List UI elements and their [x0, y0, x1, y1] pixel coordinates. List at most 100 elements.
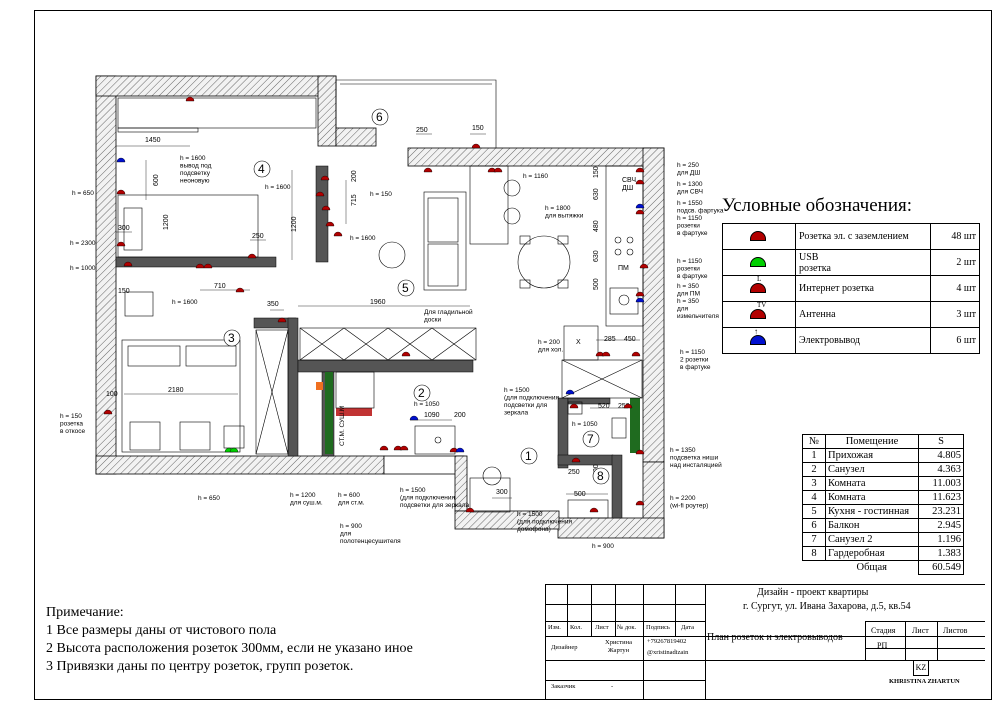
- electrical-outlet-icon: ↑: [722, 327, 796, 354]
- room-area-cell: 11.623: [918, 490, 964, 505]
- socket-icon: [471, 143, 481, 149]
- height-annotation: h = 1600: [265, 184, 291, 191]
- dim-2180: 2180: [168, 387, 184, 394]
- socket-icon: [401, 351, 411, 357]
- socket-icon: [589, 507, 599, 513]
- dim-250: 250: [252, 233, 264, 240]
- socket-icon: [116, 189, 126, 195]
- svg-text:5: 5: [402, 281, 409, 295]
- socket-icon: [235, 287, 245, 293]
- room-area-cell: 1.196: [918, 532, 964, 547]
- socket-icon: [325, 221, 335, 227]
- socket-icon: [493, 167, 503, 173]
- room-number-cell: 8: [802, 546, 826, 561]
- dim-520: 520: [598, 403, 610, 410]
- antenna-socket-icon: TV: [722, 301, 796, 328]
- legend-label: Электровывод: [795, 327, 931, 354]
- dim-1090: 1090: [424, 412, 440, 419]
- height-annotation: h = 650: [198, 495, 220, 502]
- dim-500-v: 500: [593, 278, 600, 290]
- dim-250-bath: 250: [618, 403, 630, 410]
- socket-symbols: [103, 96, 649, 513]
- socket-icon: [639, 263, 649, 269]
- sheets-header: Листов: [943, 626, 968, 635]
- room-number-cell: 6: [802, 518, 826, 533]
- socket-icon: [623, 403, 633, 409]
- col-number: №: [802, 434, 826, 449]
- height-annotation: h = 150: [370, 191, 392, 198]
- designer-name: Христина Жартун: [605, 639, 632, 654]
- total-label: Общая: [856, 562, 887, 574]
- electrical-outlet-icon: [409, 415, 419, 421]
- notes-block: Примечание: 1 Все размеры даны от чистов…: [46, 604, 413, 676]
- socket-icon: [631, 351, 641, 357]
- room-numbers: 1 2 3 4 5 6 7 8: [223, 108, 610, 485]
- designer-instagram: @xristinadizain: [647, 649, 689, 656]
- socket-icon: [277, 317, 287, 323]
- room-number-cell: 7: [802, 532, 826, 547]
- dim-250-hall: 250: [568, 469, 580, 476]
- dishwasher-mark: ПМ: [618, 265, 629, 272]
- height-annotation: h = 1600: [350, 235, 376, 242]
- dimension-labels: 1450 600 1200 300 250 710 150 350 1960 2…: [106, 125, 636, 498]
- room-area-cell: 4.363: [918, 462, 964, 477]
- room-name-cell: Санузел 2: [825, 532, 919, 547]
- wall-panels: [316, 372, 640, 454]
- client-value: -: [611, 683, 614, 690]
- sheet-title: План розеток и электровыводов: [707, 632, 843, 643]
- socket-icon: [203, 263, 213, 269]
- dim-500: 500: [574, 491, 586, 498]
- dim-285: 285: [604, 336, 616, 343]
- height-annotation: h = 2300: [70, 240, 96, 247]
- col-header-sheet: Лист: [595, 624, 609, 631]
- col-header-signature: Подпись: [646, 624, 670, 631]
- legend-title: Условные обозначения:: [722, 195, 913, 216]
- electrical-outlet-icon: [116, 157, 126, 163]
- dim-100: 100: [106, 391, 118, 398]
- room-number-5: 5: [397, 279, 415, 297]
- room-name-cell: Кухня - гостинная: [825, 504, 919, 519]
- legend-count: 48 шт: [930, 223, 980, 250]
- rooms-total-row: Общая 60.549: [803, 560, 964, 575]
- svg-text:2: 2: [418, 386, 425, 400]
- socket-icon: [399, 445, 409, 451]
- height-annotation: h = 1000: [70, 265, 96, 272]
- room-area-cell: 11.003: [918, 476, 964, 491]
- dim-450: 450: [624, 336, 636, 343]
- room-number-8: 8: [592, 467, 610, 485]
- balcony-outline: [335, 79, 497, 148]
- title-block: Дизайн - проект квартиры г. Сургут, ул. …: [545, 584, 985, 700]
- height-annotation: h = 650: [72, 190, 94, 197]
- socket-icon: [123, 261, 133, 267]
- washer-dryer-mark: СТ.М. СУШ.М: [339, 406, 346, 446]
- room-number-7: 7: [582, 430, 600, 448]
- dim-350: 350: [267, 301, 279, 308]
- col-area: S: [918, 434, 964, 449]
- rooms-table-header: № Помещение S: [802, 434, 964, 449]
- electrical-outlet-icon: [455, 447, 465, 453]
- usb-socket-icon: [229, 447, 239, 453]
- socket-icon: [635, 291, 645, 297]
- stage-header: Стадия: [871, 626, 896, 635]
- room-name-cell: Санузел: [825, 462, 919, 477]
- height-annotation: h = 900: [592, 543, 614, 550]
- room-number-4: 4: [253, 160, 271, 178]
